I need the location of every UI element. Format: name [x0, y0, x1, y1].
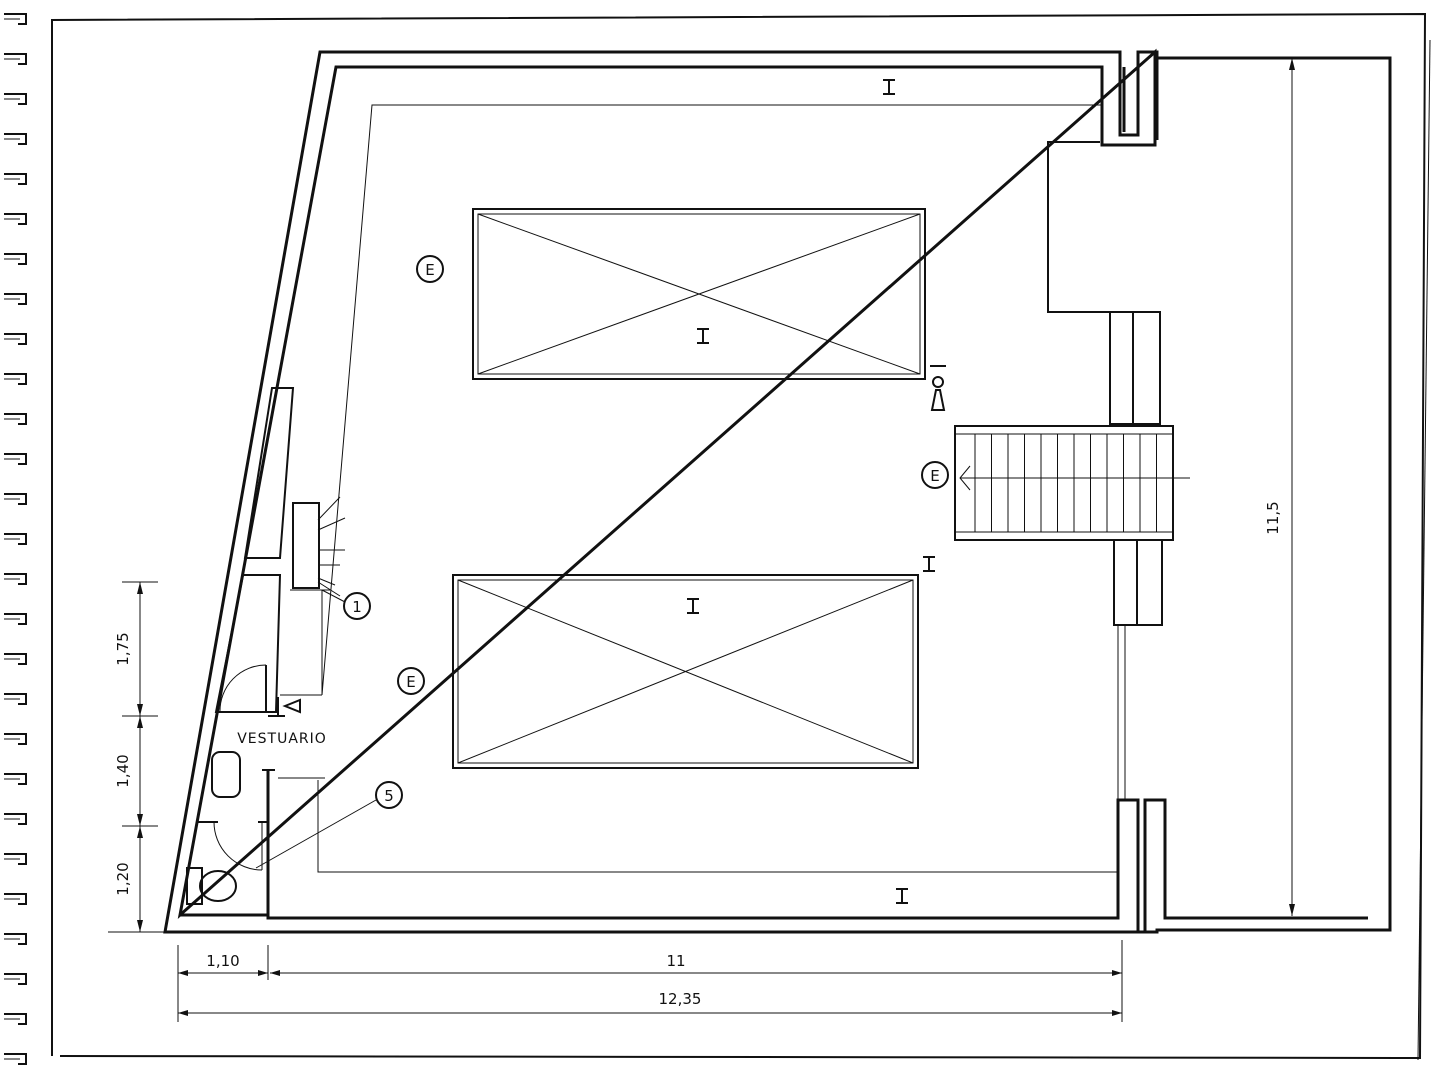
- dimension-bottom: [177, 940, 1123, 1022]
- inner-wall: [177, 48, 1157, 920]
- callout-5-leader: [255, 799, 377, 869]
- binding-ring: [4, 333, 27, 345]
- light-fixture-icon: [697, 328, 709, 344]
- callout-1-leader: [321, 589, 346, 603]
- lower-void: [452, 574, 919, 769]
- binding-ring: [4, 133, 27, 145]
- binding-ring: [4, 573, 27, 585]
- binding-ring: [4, 1013, 27, 1025]
- callout-5: 5: [375, 781, 403, 809]
- sheet-border-right: [1417, 39, 1431, 1061]
- binding-ring: [4, 253, 27, 265]
- svg-text:E: E: [930, 467, 939, 485]
- dim-seg-top: 1,75: [114, 632, 132, 665]
- binding-ring: [4, 973, 27, 985]
- right-column-bottom: [1143, 798, 1368, 932]
- dim-width-total: 12,35: [659, 990, 702, 1008]
- extinguisher-marker-3: E: [397, 667, 425, 695]
- light-fixtures: [687, 79, 935, 904]
- door-swing-wc: [213, 821, 263, 871]
- binding-ring: [4, 693, 27, 705]
- sheet-border: [51, 12, 1427, 1060]
- binding-ring: [4, 733, 27, 745]
- binding-ring: [4, 93, 27, 105]
- binding-ring: [4, 493, 27, 505]
- binding-ring: [4, 813, 27, 825]
- svg-text:1: 1: [352, 598, 362, 616]
- binding-ring: [4, 413, 27, 425]
- binding-ring: [4, 653, 27, 665]
- dim-seg-middle: 1,40: [114, 754, 132, 787]
- extinguisher-marker-1: E: [416, 255, 444, 283]
- light-fixture-icon: [687, 598, 699, 614]
- binding-ring: [4, 453, 27, 465]
- emergency-light-lower: [268, 697, 301, 717]
- light-fixture-icon: [883, 79, 895, 95]
- shower-fixture: [317, 496, 346, 597]
- locker-upper: [243, 387, 295, 559]
- binding-ring: [4, 293, 27, 305]
- inner-wall-lower: [180, 798, 1140, 932]
- light-fixture-icon: [896, 888, 908, 904]
- outer-wall: [163, 50, 1392, 934]
- pillar-upper: [1109, 311, 1161, 425]
- binding-ring: [4, 773, 27, 785]
- binding-ring: [4, 173, 27, 185]
- door-swing-upper: [219, 664, 267, 713]
- binding-ring: [4, 1053, 27, 1065]
- binding-ring: [4, 13, 27, 25]
- dimension-left: [108, 581, 165, 933]
- svg-text:E: E: [425, 261, 434, 279]
- binding-ring: [4, 213, 27, 225]
- stair-niche: [1047, 141, 1110, 313]
- binding-ring: [4, 853, 27, 865]
- dim-height-total: 11,5: [1264, 501, 1282, 534]
- floor-outline: [321, 104, 1102, 696]
- light-fixture-icon: [923, 556, 935, 572]
- room-label-vestuario: VESTUARIO: [237, 731, 327, 747]
- binding-ring: [4, 373, 27, 385]
- locker-lower: [214, 574, 282, 713]
- bench: [292, 502, 320, 589]
- dim-seg-bottom: 1,20: [114, 862, 132, 895]
- binding-ring: [4, 613, 27, 625]
- binding-ring: [4, 933, 27, 945]
- binding-ring: [4, 53, 27, 65]
- floor-outline-lower: [317, 780, 1118, 873]
- dim-width-main: 11: [666, 952, 685, 970]
- staircase: [954, 425, 1190, 541]
- emergency-light-upper: [930, 365, 946, 411]
- binding-ring: [4, 533, 27, 545]
- dimension-right: [1289, 58, 1295, 916]
- dim-width-small: 1,10: [206, 952, 239, 970]
- svg-text:5: 5: [384, 787, 394, 805]
- extinguisher-marker-2: E: [921, 461, 949, 489]
- binding-rings: [4, 13, 27, 1065]
- sink: [211, 751, 241, 798]
- binding-ring: [4, 893, 27, 905]
- upper-void: [472, 208, 926, 380]
- svg-text:E: E: [406, 673, 415, 691]
- callout-1: 1: [343, 592, 371, 620]
- toilet: [186, 867, 237, 905]
